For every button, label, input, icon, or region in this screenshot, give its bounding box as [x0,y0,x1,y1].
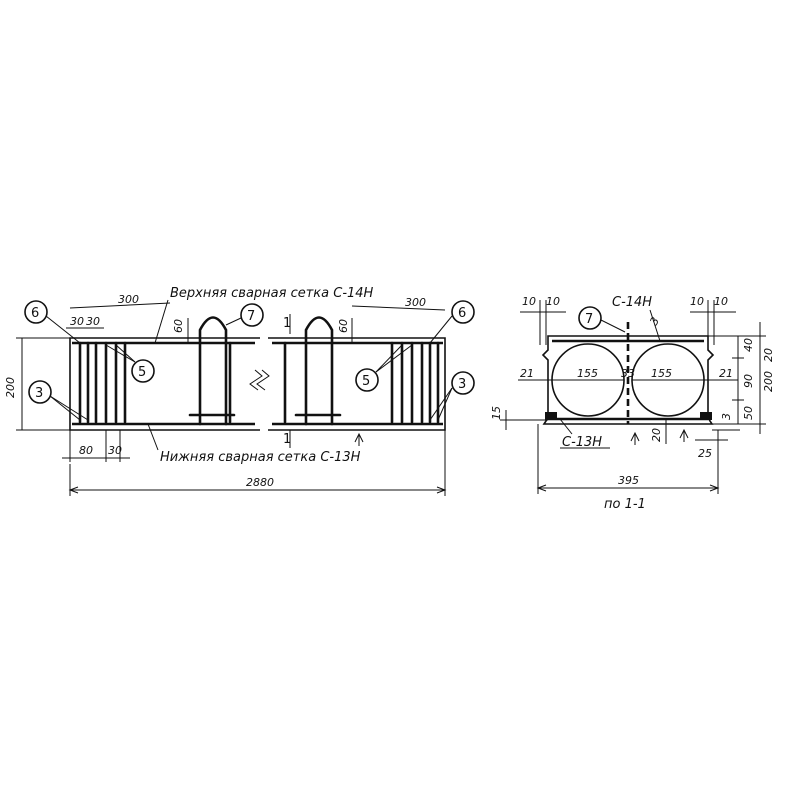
callout-5-left-leader-a [105,344,136,363]
callout-5-right [355,368,379,392]
dim-155-right: 155 [651,367,672,380]
bottom-mesh-label: Нижняя сварная сетка С-13Н [160,450,361,465]
dim-20-section: 20 [762,348,775,362]
section-bottom-mesh-label: С-13Н [562,435,602,450]
callout-7-left-text: 7 [247,309,255,324]
callout-3-right-leader-b [437,387,453,421]
dim-300-right-line [351,305,446,311]
callout-6-right [451,300,475,324]
callout-5-left [131,359,155,383]
callout-5-right-text: 5 [362,374,370,389]
dim-30-b: 30 [86,315,100,328]
dim-200-section: 200 [762,371,775,392]
section-caption: по 1-1 [604,497,646,512]
elevation-view: 1 1 Верхняя сварная сетка С-14Н Нижняя с… [4,286,475,496]
dim-30-a: 30 [70,315,84,328]
dim-3-right: 3 [720,413,733,420]
callout-6-left-text: 6 [31,306,39,321]
section-bottom-bar-left [545,412,557,420]
callout-7-section [578,306,602,330]
dim-20-bottom: 20 [650,428,663,442]
slab-outline-left [69,337,260,431]
dim-395-arrow-left [536,484,547,492]
lifting-loop-right [304,316,334,426]
slab-outline-right [268,337,446,431]
section-top-mesh-leader [649,309,661,342]
dim-300-right: 300 [405,296,426,309]
callout-6-left-leader [45,315,81,344]
callout-7-section-leader [600,319,626,333]
cut-mark-top: 1 [283,316,291,331]
bottom-mesh-leader [147,423,159,451]
dim-40: 40 [742,338,755,352]
dim-300-left: 300 [118,293,139,306]
break-line-2 [256,369,270,391]
callout-6-right-text: 6 [458,306,466,321]
callout-3-left-leader-b [49,395,89,421]
callout-3-right [451,371,475,395]
dim-10-d: 10 [714,295,728,308]
top-mesh-label: Верхняя сварная сетка С-14Н [170,286,374,301]
break-line [249,369,263,391]
arrow-up-marker [354,432,364,446]
dim-2880-arrow-right [436,486,447,494]
section-arrow-a [630,431,640,445]
callout-6-right-leader [429,315,453,344]
callout-5-left-leader-b [115,344,136,363]
dim-10-b: 10 [546,295,560,308]
dim-33: 33 [621,367,635,380]
callout-5-right-leader-a [375,344,403,373]
dim-21-right: 21 [719,367,733,380]
section-bottom-mesh-leader [559,418,573,435]
dim-3-top: 3 [647,315,662,328]
dim-395: 395 [618,474,639,487]
dim-10-a: 10 [522,295,536,308]
section-top-mesh-label: С-14Н [612,295,652,310]
dim-300-left-line [69,302,171,309]
callout-3-left [28,380,52,404]
callout-3-right-text: 3 [458,377,466,392]
dim-155-left: 155 [577,367,598,380]
callout-7-left [240,303,264,327]
callout-5-right-leader-b [375,344,413,373]
dim-50: 50 [742,406,755,420]
callout-5-left-text: 5 [138,365,146,380]
section-arrow-b [679,428,689,442]
dim-30-c: 30 [108,444,122,457]
dim-2880-arrow-left [68,486,79,494]
top-mesh-leader [154,299,169,344]
dim-15: 15 [490,406,503,420]
dim-90: 90 [742,374,755,388]
dim-80: 80 [79,444,93,457]
dim-60-right: 60 [337,319,350,333]
callout-7-section-text: 7 [585,312,593,327]
callout-3-right-leader-a [429,387,453,421]
dim-25: 25 [698,447,712,460]
section-view: 155 155 33 21 21 10 10 10 10 7 С-14Н 3 С… [490,295,775,512]
callout-7-left-leader [225,317,242,326]
dim-10-c: 10 [690,295,704,308]
dim-200: 200 [4,377,17,398]
dim-2880: 2880 [246,476,274,489]
callout-3-left-text: 3 [35,386,43,401]
lifting-loop-left [198,316,228,426]
dim-60-left: 60 [172,319,185,333]
dim-395-arrow-right [709,484,720,492]
section-bottom-bar-right [700,412,712,420]
callout-3-left-leader-a [49,395,81,421]
dim-21-left: 21 [520,367,534,380]
cut-mark-bottom: 1 [283,432,291,447]
callout-6-left [24,300,48,324]
